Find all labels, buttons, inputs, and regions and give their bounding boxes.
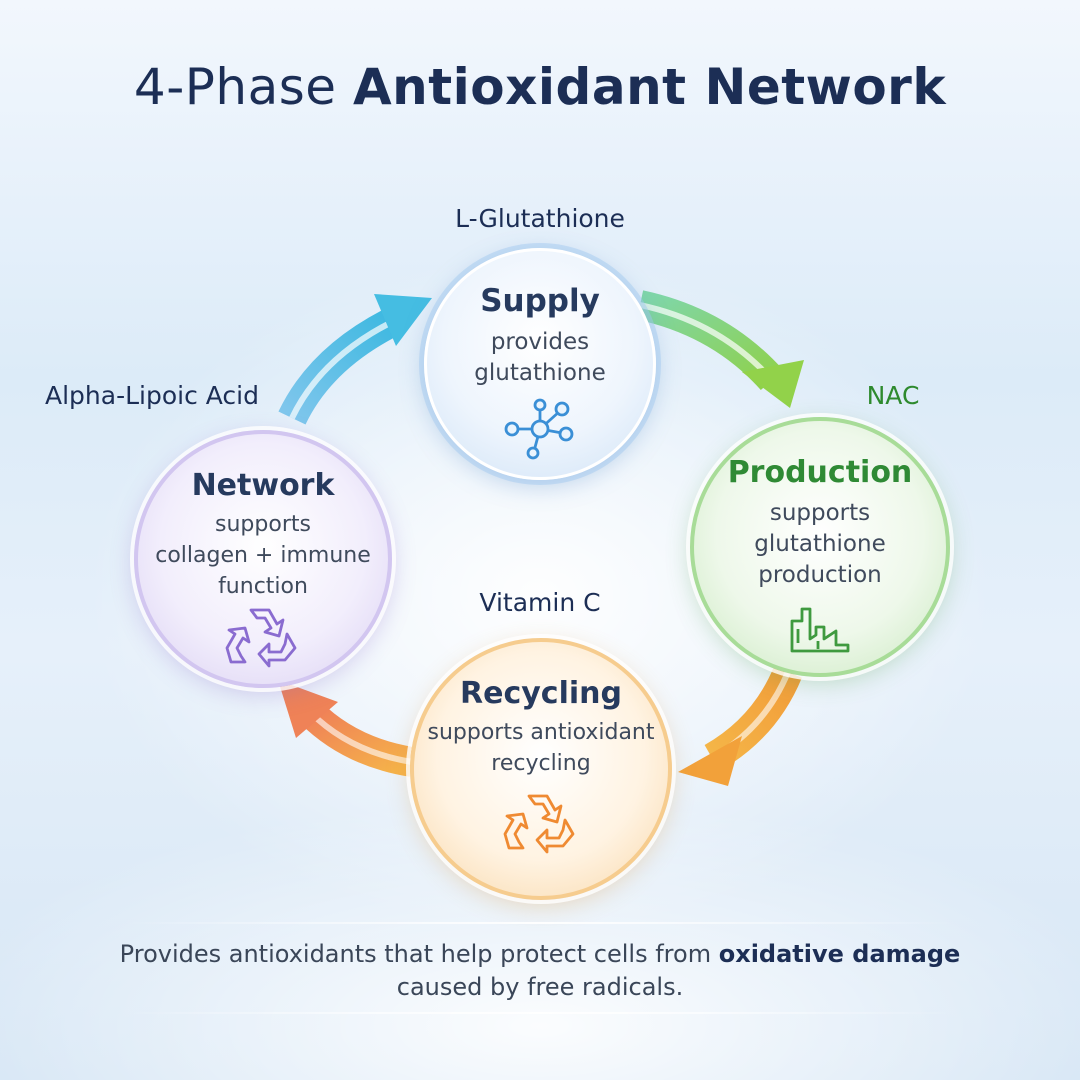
desc-line: provides	[490, 329, 590, 355]
desc-line: supports antioxidant	[427, 720, 655, 745]
recycle-icon	[501, 786, 581, 860]
footer-divider-top	[120, 922, 960, 924]
factory-icon	[788, 605, 852, 659]
recycle-icon	[223, 600, 303, 674]
arrow-supply-to-production	[636, 290, 804, 408]
phase-description: provides glutathione	[427, 327, 653, 389]
phase-supply: Supply provides glutathione	[424, 248, 656, 480]
desc-line: supports	[215, 512, 311, 537]
footer-line-1-text: Provides antioxidants that help protect …	[119, 940, 712, 968]
phase-network: Network supports collagen + immune funct…	[134, 430, 392, 688]
desc-line: recycling	[491, 751, 591, 776]
phase-name: Production	[727, 455, 913, 490]
desc-line: collagen + immune	[155, 543, 371, 568]
desc-line: glutathione	[754, 531, 886, 557]
agent-label-network: Alpha-Lipoic Acid	[44, 381, 260, 410]
phase-description: supports collagen + immune function	[138, 509, 388, 602]
phase-name: Recycling	[460, 676, 622, 711]
desc-line: supports	[769, 500, 871, 526]
phase-name: Network	[191, 468, 335, 503]
phase-production: Production supports glutathione producti…	[690, 417, 950, 677]
phase-description: supports glutathione production	[694, 498, 946, 591]
footer-line-1-bold: oxidative damage	[718, 940, 961, 968]
phase-description: supports antioxidant recycling	[414, 717, 668, 779]
footer-text: Provides antioxidants that help protect …	[0, 938, 1080, 1004]
arrow-network-to-supply	[278, 294, 432, 425]
agent-label-production: NAC	[866, 381, 920, 410]
footer-divider-bottom	[120, 1012, 960, 1014]
desc-line: production	[758, 562, 882, 588]
agent-label-supply: L-Glutathione	[455, 204, 625, 233]
title-part-2: Antioxidant Network	[352, 58, 947, 116]
footer-line-2: caused by free radicals.	[396, 973, 684, 1001]
arrow-recycling-to-network	[278, 680, 415, 777]
phase-recycling: Recycling supports antioxidant recycling	[410, 638, 672, 900]
desc-line: glutathione	[474, 360, 606, 386]
desc-line: function	[218, 574, 308, 599]
title-part-1: 4-Phase	[133, 58, 337, 116]
page-title: 4-Phase Antioxidant Network	[0, 58, 1080, 116]
agent-label-recycling: Vitamin C	[479, 588, 601, 617]
molecule-icon	[502, 397, 578, 465]
phase-name: Supply	[480, 283, 600, 319]
arrow-production-to-recycling	[678, 666, 802, 786]
footer-line-1: Provides antioxidants that help protect …	[0, 938, 1080, 971]
